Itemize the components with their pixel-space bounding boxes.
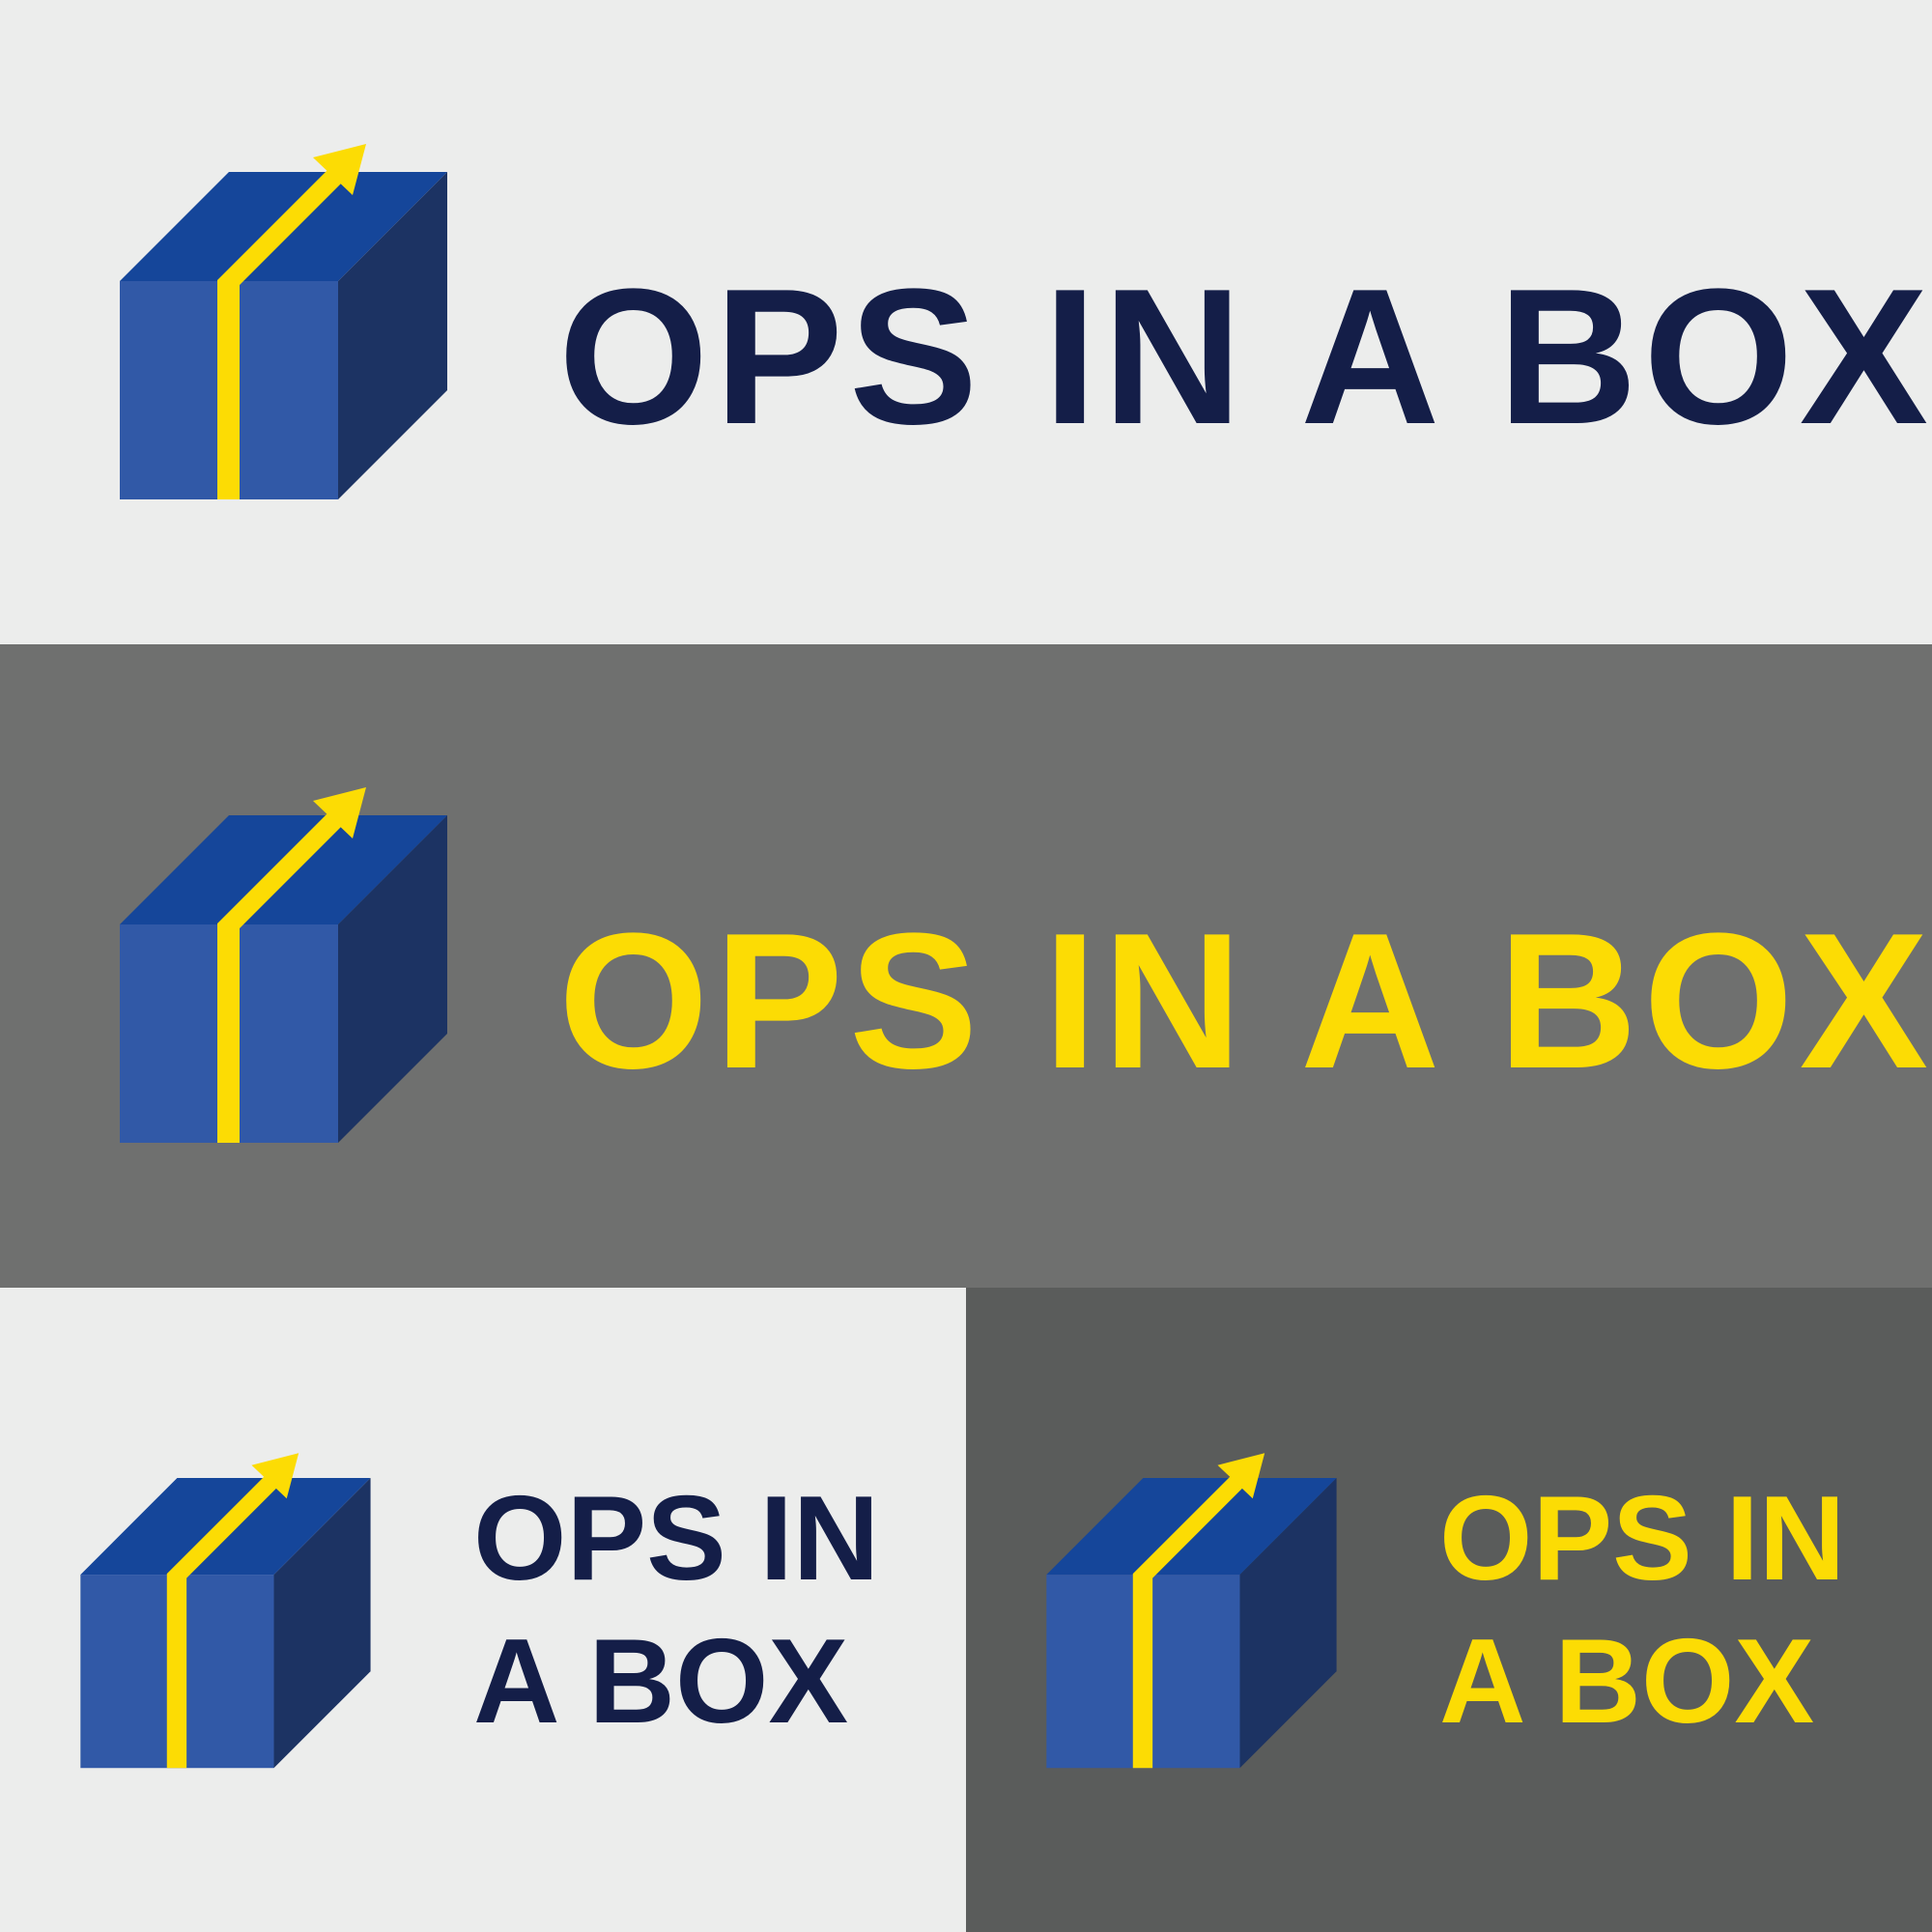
box-arrow-logo-icon	[75, 1447, 375, 1771]
wordmark-stacked: OPS IN A BOX	[1439, 1467, 1845, 1753]
logo-panel-light-stacked: OPS IN A BOX	[0, 1288, 966, 1932]
wordmark-stacked: OPS IN A BOX	[473, 1467, 879, 1753]
wordmark-line-2: A BOX	[1439, 1615, 1815, 1748]
wordmark-line-1: OPS IN	[1439, 1472, 1846, 1605]
wordmark-horizontal: OPS IN A BOX	[558, 249, 1932, 465]
wordmark-horizontal: OPS IN A BOX	[558, 894, 1932, 1109]
box-arrow-logo-icon	[114, 781, 452, 1146]
wordmark-line-2: A BOX	[473, 1615, 849, 1748]
wordmark-line-1: OPS IN	[473, 1472, 880, 1605]
logo-panel-grey: OPS IN A BOX	[0, 644, 1932, 1288]
box-arrow-logo-icon	[1041, 1447, 1341, 1771]
logo-panel-light: OPS IN A BOX	[0, 0, 1932, 644]
logo-panel-dark-stacked: OPS IN A BOX	[966, 1288, 1932, 1932]
box-arrow-logo-icon	[114, 137, 452, 502]
